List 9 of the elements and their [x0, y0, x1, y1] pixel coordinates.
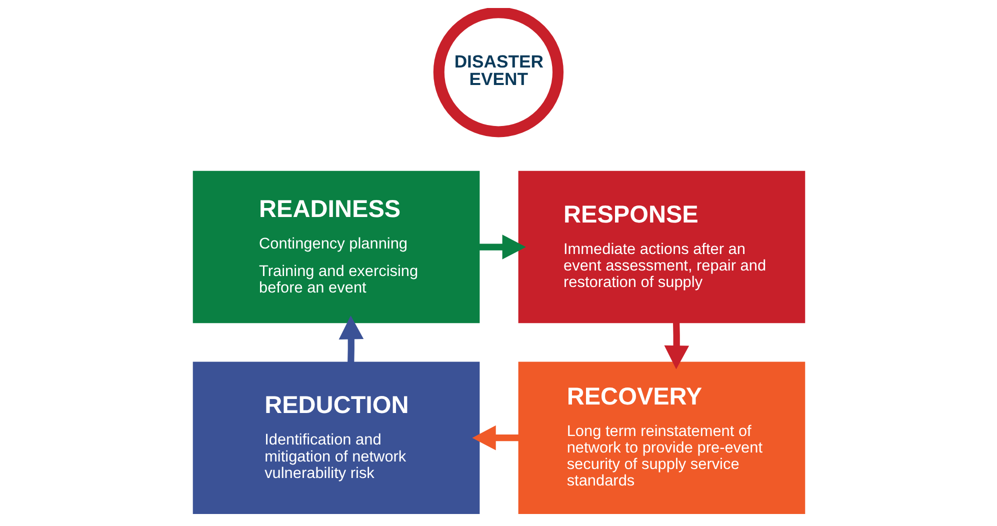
arrow — [664, 322, 689, 370]
node-box: REDUCTION Identification and mitigation of network vulnerability risk — [192, 362, 480, 514]
arrow — [478, 234, 526, 260]
node-box: RESPONSE Immediate actions after an event assessment, repair and restoration of supply — [518, 170, 805, 324]
arrow — [472, 425, 518, 450]
node-box: RECOVERY Long term reinstatement of network to provide pre-event security of supply service standards — [518, 362, 805, 514]
node-circle: DISASTER EVENT — [432, 8, 564, 138]
node-box: READINESS Contingency planning Training and exercising before an event — [192, 170, 480, 324]
arrow — [338, 316, 364, 362]
